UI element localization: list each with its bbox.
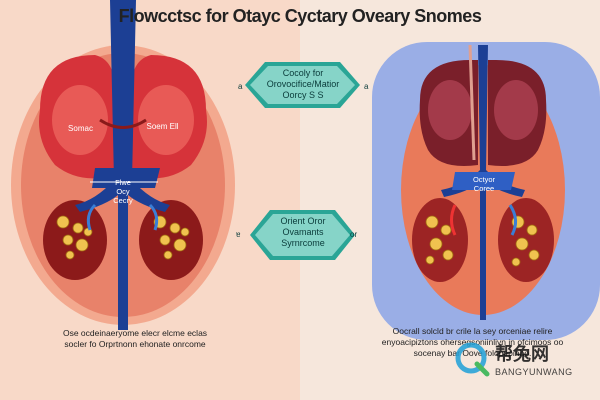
left-vein-band <box>92 168 160 188</box>
left-branch-right <box>148 203 159 231</box>
right-branch-left <box>450 204 457 236</box>
center-box-top-inner <box>250 66 355 104</box>
right-lobe-highlight-left <box>428 80 472 140</box>
left-lobe-highlight-right <box>138 85 194 155</box>
left-ovary-left <box>43 200 107 280</box>
left-vessel-arch <box>99 118 147 129</box>
left-lobe-label-left: Somac <box>68 124 93 133</box>
right-vessel-line <box>468 44 476 161</box>
arrow-bottom-left-label: ɐ <box>236 230 241 239</box>
left-vein-label: Flwe Ocy Cecry <box>113 178 133 205</box>
right-branch-right <box>508 204 517 236</box>
right-vein-band <box>452 172 515 190</box>
left-branch-left <box>86 203 97 231</box>
right-vein-label: Octyor Coree <box>472 175 496 193</box>
right-caption: Oocrall solcld br crile la sey orceniae … <box>381 326 564 358</box>
center-box-top-text: Cocoly for Orovocifice/Matior Oorcy S S <box>266 68 340 100</box>
arrow-bottom-right-label: or <box>350 230 358 239</box>
left-central-vein <box>75 0 170 330</box>
right-follicles <box>425 215 540 267</box>
watermark-logo-icon <box>455 342 490 377</box>
right-organ-illustration <box>372 42 600 340</box>
arrow-top-right-label: a <box>364 82 369 91</box>
center-box-bottom-inner <box>255 214 350 256</box>
watermark-subtext: BANGYUNWANG <box>495 367 573 377</box>
arrow-top-left-label: a <box>238 82 243 91</box>
diagram-title: Flowcctsc for Otayc Cyctary Oveary Snome… <box>118 6 482 26</box>
right-lobe-highlight-right <box>494 80 538 140</box>
left-caption: Ose ocdeinaeryome elecr elcme eclas socl… <box>62 328 208 349</box>
left-lobe-highlight-left <box>52 85 108 155</box>
left-lobe-label-right: Soem Ell <box>146 122 179 131</box>
left-organ-illustration <box>11 0 235 330</box>
watermark-text: 帮兔网 <box>495 344 549 364</box>
center-flow-boxes <box>245 62 360 260</box>
left-ovary-right <box>139 200 203 280</box>
center-box-bottom-text: Orient Oror Ovamants Syrnrcome <box>280 216 326 248</box>
watermark: 帮兔网 BANGYUNWANG <box>455 340 595 385</box>
